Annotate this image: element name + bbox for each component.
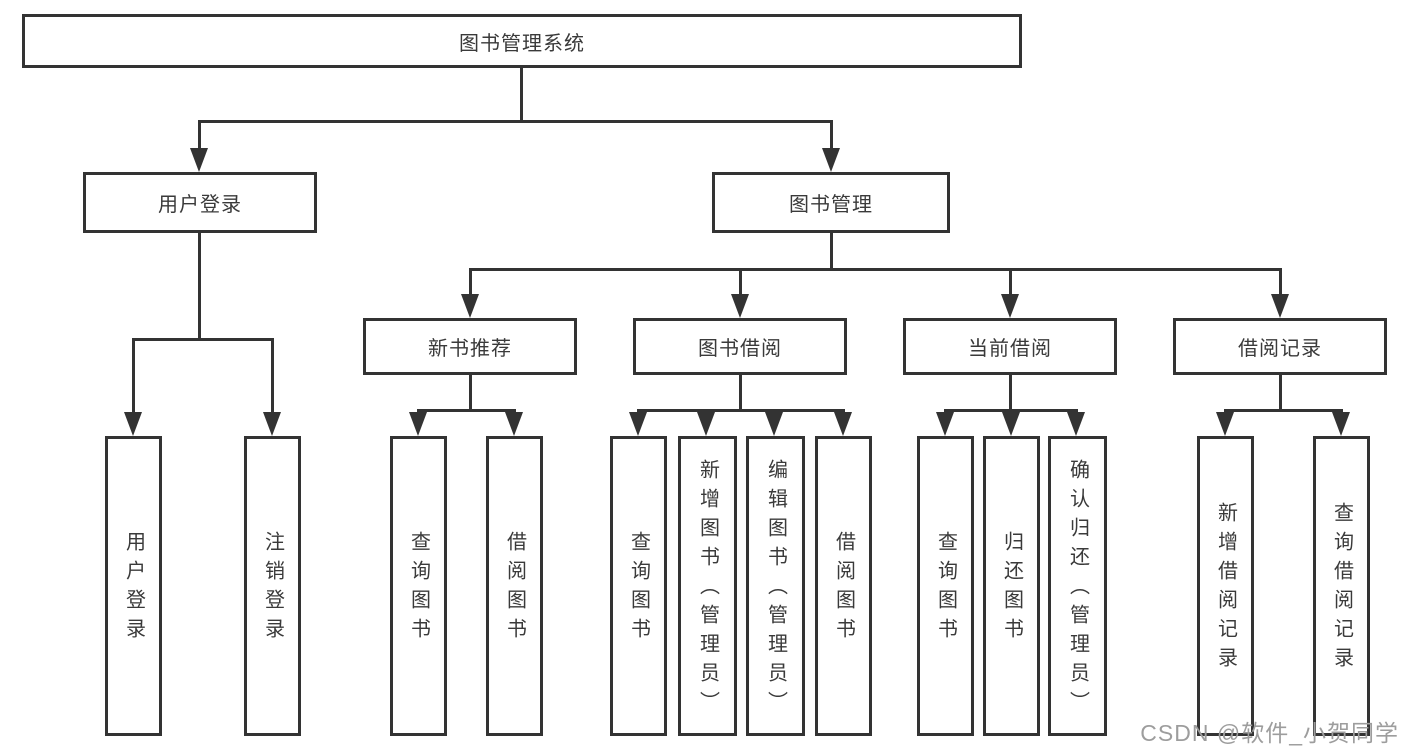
- leaf-box-query-borrow-record: 查询借阅记录: [1313, 436, 1370, 736]
- arrow-down-icon: [263, 412, 281, 436]
- leaf-box-query-books-1: 查询图书: [390, 436, 447, 736]
- leaf-box-confirm-return-admin: 确认归还（管理员）: [1048, 436, 1107, 736]
- leaf-box-return-books: 归还图书: [983, 436, 1040, 736]
- arrow-down-icon: [1002, 412, 1020, 436]
- connector-line: [198, 233, 201, 338]
- arrow-down-icon: [936, 412, 954, 436]
- leaf-box-borrow-books-2: 借阅图书: [815, 436, 872, 736]
- arrow-down-icon: [461, 294, 479, 318]
- connector-line: [1224, 409, 1343, 412]
- arrow-down-icon: [1271, 294, 1289, 318]
- connector-line: [1009, 268, 1012, 296]
- node-box-book-management: 图书管理: [712, 172, 950, 233]
- arrow-down-icon: [822, 148, 840, 172]
- node-box-book-borrow: 图书借阅: [633, 318, 847, 375]
- connector-line: [132, 338, 274, 341]
- node-box-new-book-recommend: 新书推荐: [363, 318, 577, 375]
- connector-line: [637, 409, 845, 412]
- connector-line: [417, 409, 516, 412]
- connector-line: [271, 338, 274, 414]
- arrow-down-icon: [1067, 412, 1085, 436]
- csdn-watermark: CSDN @软件_小贺同学: [1140, 720, 1399, 746]
- arrow-down-icon: [505, 412, 523, 436]
- leaf-box-add-borrow-record: 新增借阅记录: [1197, 436, 1254, 736]
- arrow-down-icon: [629, 412, 647, 436]
- connector-line: [1279, 268, 1282, 296]
- arrow-down-icon: [190, 148, 208, 172]
- connector-line: [469, 375, 472, 409]
- arrow-down-icon: [1216, 412, 1234, 436]
- leaf-box-edit-books-admin: 编辑图书（管理员）: [746, 436, 805, 736]
- node-box-user-login: 用户登录: [83, 172, 317, 233]
- arrow-down-icon: [765, 412, 783, 436]
- connector-line: [132, 338, 135, 414]
- arrow-down-icon: [834, 412, 852, 436]
- leaf-box-user-login: 用户登录: [105, 436, 162, 736]
- leaf-box-query-books-3: 查询图书: [917, 436, 974, 736]
- connector-line: [469, 268, 1282, 271]
- leaf-box-logout: 注销登录: [244, 436, 301, 736]
- connector-line: [1009, 375, 1012, 409]
- arrow-down-icon: [409, 412, 427, 436]
- connector-line: [739, 268, 742, 296]
- leaf-box-query-books-2: 查询图书: [610, 436, 667, 736]
- arrow-down-icon: [1332, 412, 1350, 436]
- arrow-down-icon: [697, 412, 715, 436]
- connector-line: [830, 233, 833, 268]
- node-box-current-borrow: 当前借阅: [903, 318, 1117, 375]
- leaf-box-add-books-admin: 新增图书（管理员）: [678, 436, 737, 736]
- arrow-down-icon: [731, 294, 749, 318]
- connector-line: [198, 120, 201, 150]
- node-box-root: 图书管理系统: [22, 14, 1022, 68]
- connector-line: [469, 268, 472, 296]
- arrow-down-icon: [1001, 294, 1019, 318]
- arrow-down-icon: [124, 412, 142, 436]
- connector-line: [198, 120, 832, 123]
- node-box-borrow-records: 借阅记录: [1173, 318, 1387, 375]
- connector-line: [739, 375, 742, 409]
- connector-line: [520, 68, 523, 120]
- leaf-box-borrow-books-1: 借阅图书: [486, 436, 543, 736]
- connector-line: [1279, 375, 1282, 409]
- connector-line: [830, 120, 833, 150]
